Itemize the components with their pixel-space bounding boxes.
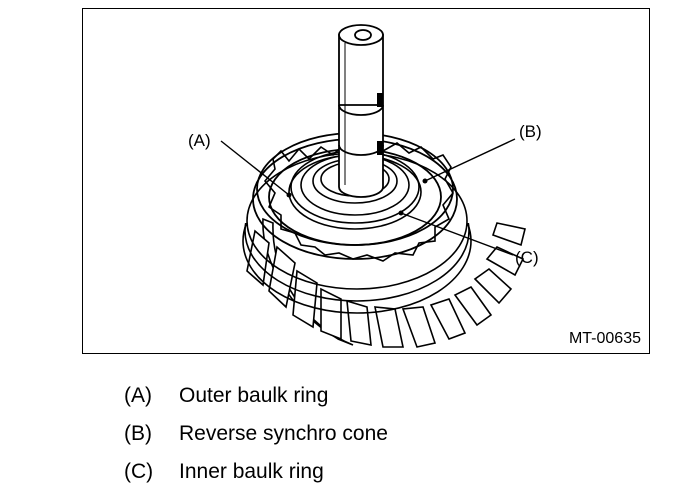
figure-frame: (A) (B) (C) MT-00635 xyxy=(82,8,650,354)
legend-text: Reverse synchro cone xyxy=(179,422,388,445)
legend-text: Outer baulk ring xyxy=(179,384,329,407)
legend-item-a: (A) Outer baulk ring xyxy=(124,384,524,408)
figure-code: MT-00635 xyxy=(568,330,641,347)
leader-lines xyxy=(220,138,516,256)
callout-c: (C) xyxy=(515,248,539,267)
gear-assembly-illustration xyxy=(220,24,526,348)
callout-b: (B) xyxy=(519,122,542,141)
legend-key: (B) xyxy=(124,422,152,445)
legend-key: (A) xyxy=(124,384,152,407)
legend-text: Inner baulk ring xyxy=(179,460,324,483)
legend-key: (C) xyxy=(124,460,154,483)
leader-dots xyxy=(286,178,428,216)
shaft xyxy=(338,24,384,198)
helical-gear xyxy=(246,217,526,348)
legend-item-c: (C) Inner baulk ring xyxy=(124,460,524,484)
callout-a: (A) xyxy=(188,131,211,150)
legend-item-b: (B) Reverse synchro cone xyxy=(124,422,524,446)
